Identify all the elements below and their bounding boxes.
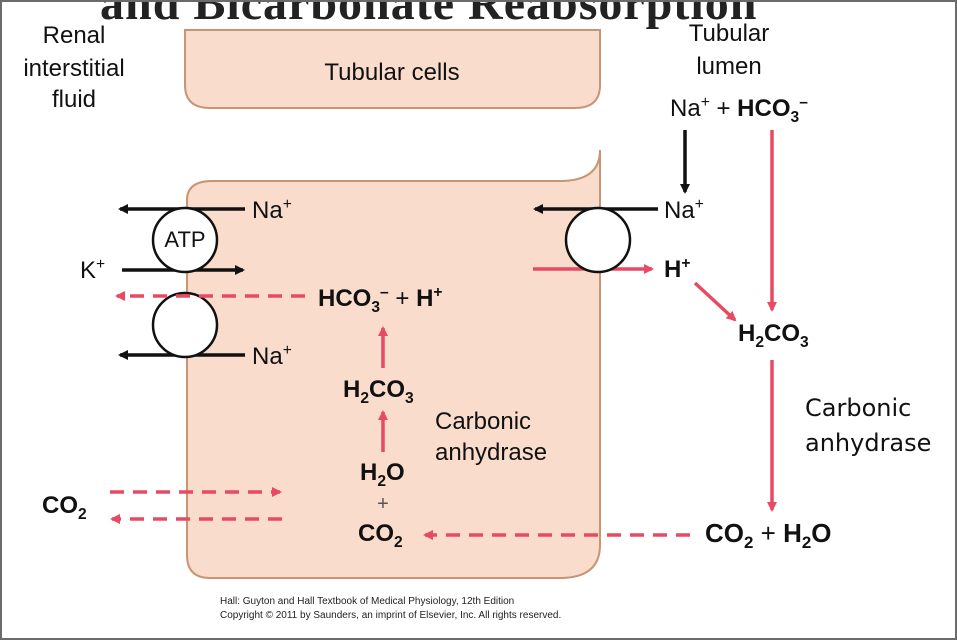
na-atpase-label: Na+ (252, 196, 292, 224)
carbonic-anhydrase-lumen-line2: anhydrase (805, 429, 932, 457)
na-lumen-exchanger: Na+ (664, 196, 704, 224)
co2-h2o-lumen: CO2 + H2O (705, 518, 832, 553)
hco3-h-intracellular: HCO3– + H+ (318, 284, 443, 316)
credit-line2: Copyright © 2011 by Saunders, an imprint… (220, 610, 562, 621)
tubular-cells-label: Tubular cells (324, 59, 460, 86)
h2co3-lumen: H2CO3 (738, 320, 809, 351)
plus-intracellular: + (377, 493, 389, 515)
slide-title-partial: and Bicarbonate Reabsorption (100, 0, 758, 30)
renal-interstitial-label-line3: fluid (51, 86, 97, 113)
h-lumen: H+ (664, 255, 691, 283)
co2-interstitial: CO2 (42, 492, 87, 523)
carbonic-anhydrase-cell-line2: anhydrase (435, 439, 548, 466)
tubular-lumen-label-line1: Tubular (688, 20, 770, 47)
na-hco3-lumen: Na+ + HCO3– (670, 94, 808, 126)
upper-tubular-cell (184, 29, 601, 109)
basolateral-cotransporter (151, 291, 219, 359)
na-h-exchanger (564, 206, 632, 274)
h2co3-intracellular: H2CO3 (343, 376, 414, 407)
carbonic-anhydrase-cell-line1: Carbonic (435, 408, 532, 435)
credit-line1: Hall: Guyton and Hall Textbook of Medica… (220, 596, 515, 607)
atpase-pump (151, 206, 219, 274)
carbonic-anhydrase-lumen-line1: Carbonic (805, 394, 912, 422)
atp-label: ATP (164, 227, 206, 252)
main-tubular-cell (186, 149, 601, 579)
co2-intracellular: CO2 (358, 520, 403, 551)
k-label: K+ (80, 256, 106, 284)
h-to-h2co3-arrow (693, 281, 737, 322)
renal-interstitial-label-line2: interstitial (23, 55, 125, 82)
h2o-intracellular: H2O (360, 459, 405, 490)
na-cotransport-label: Na+ (252, 342, 292, 370)
renal-interstitial-label-line1: Renal (42, 22, 106, 49)
tubular-lumen-label-line2: lumen (696, 53, 762, 80)
